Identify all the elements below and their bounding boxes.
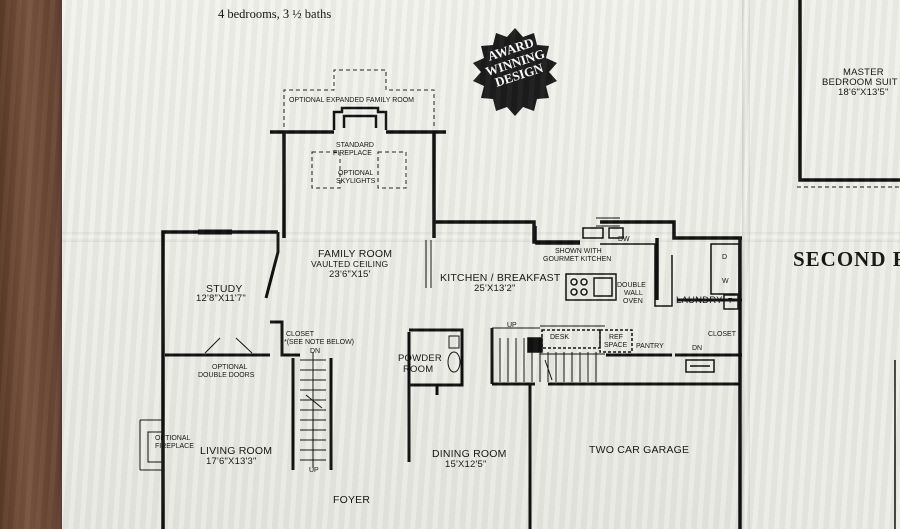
windows-and-doors [139,131,620,471]
brochure-page-second-floor [745,0,900,529]
interior-walls [165,232,742,529]
bed-bath-summary: 4 bedrooms, 3 ½ baths [218,7,332,21]
label-fireplace: FIREPLACE [333,150,372,157]
exterior-walls [161,130,742,529]
label-kitchen-stairs-up: UP [507,322,517,329]
paper-fold-vertical [742,0,750,529]
label-optional-skylights-1: OPTIONAL [338,170,374,177]
label-two-car-garage: TWO CAR GARAGE [589,444,690,456]
label-gourmet-kitchen: GOURMET KITCHEN [543,256,612,263]
kitchen-counters [527,226,740,373]
label-foyer: FOYER [333,494,371,506]
standard-fireplace [332,106,388,130]
label-optional-double-doors-2: DOUBLE DOORS [198,372,255,379]
label-dining-room: DINING ROOM [432,448,507,460]
label-study-dims: 12'8"X11'7" [196,293,246,304]
optional-expanded-family-room-outline [283,69,435,189]
label-master-dims: 18'6"X13'5" [838,87,889,98]
wooden-table-surface [0,0,70,529]
label-closet-note: *(SEE NOTE BELOW) [284,339,355,346]
label-closet: CLOSET [286,331,315,338]
label-powder-room: ROOM [403,364,434,375]
label-optional-skylights-2: SKYLIGHTS [336,178,376,185]
second-floor-heading: SECOND F [793,247,900,271]
label-kitchen-breakfast: KITCHEN / BREAKFAST [440,272,561,284]
label-optional-fireplace-1: OPTIONAL [155,435,191,442]
label-study: STUDY [206,283,243,295]
powder-room-toilet [447,335,461,373]
label-double: DOUBLE [617,282,646,289]
label-master-bedroom-suite: BEDROOM SUIT [822,77,898,88]
label-powder: POWDER [398,353,442,364]
label-optional-double-doors-1: OPTIONAL [212,364,248,371]
label-vaulted-ceiling: VAULTED CEILING [311,259,389,269]
label-master: MASTER [843,67,884,78]
label-stairs-down: DN [310,348,321,355]
label-dining-room-dims: 15'X12'5" [445,459,487,470]
label-tub: T [728,298,733,305]
brochure-page-first-floor [62,0,752,529]
second-floor-walls [797,0,900,529]
paper-fold-horizontal [62,232,900,242]
label-laundry: LAUNDRY [676,295,723,306]
label-ref: REF [609,334,623,341]
label-family-room: FAMILY ROOM [318,248,393,260]
award-badge [473,28,557,116]
label-family-room-dims: 23'6"X15' [329,269,371,280]
label-oven: OVEN [623,298,643,305]
label-washer: W [722,278,729,285]
label-kitchen-dims: 25'X13'2" [474,283,516,294]
rear-staircase [499,338,597,382]
label-stairs-up: UP [309,467,319,474]
label-shown-with: SHOWN WITH [555,248,602,255]
label-laundry-closet: CLOSET [708,331,737,338]
label-wall: WALL [624,290,643,297]
label-ref-space: SPACE [604,342,628,349]
main-staircase [300,352,326,468]
label-optional-expanded-family-room: OPTIONAL EXPANDED FAMILY ROOM [289,97,414,104]
label-dryer: D [722,254,728,261]
label-desk: DESK [550,334,570,341]
label-living-room: LIVING ROOM [200,445,273,457]
label-dishwasher: DW [618,236,630,243]
label-optional-fireplace-2: FIREPLACE [155,443,194,450]
label-garage-stairs-down: DN [692,345,703,352]
label-pantry: PANTRY [636,343,664,350]
label-standard: STANDARD [336,142,374,149]
label-living-room-dims: 17'6"X13'3" [206,456,257,467]
